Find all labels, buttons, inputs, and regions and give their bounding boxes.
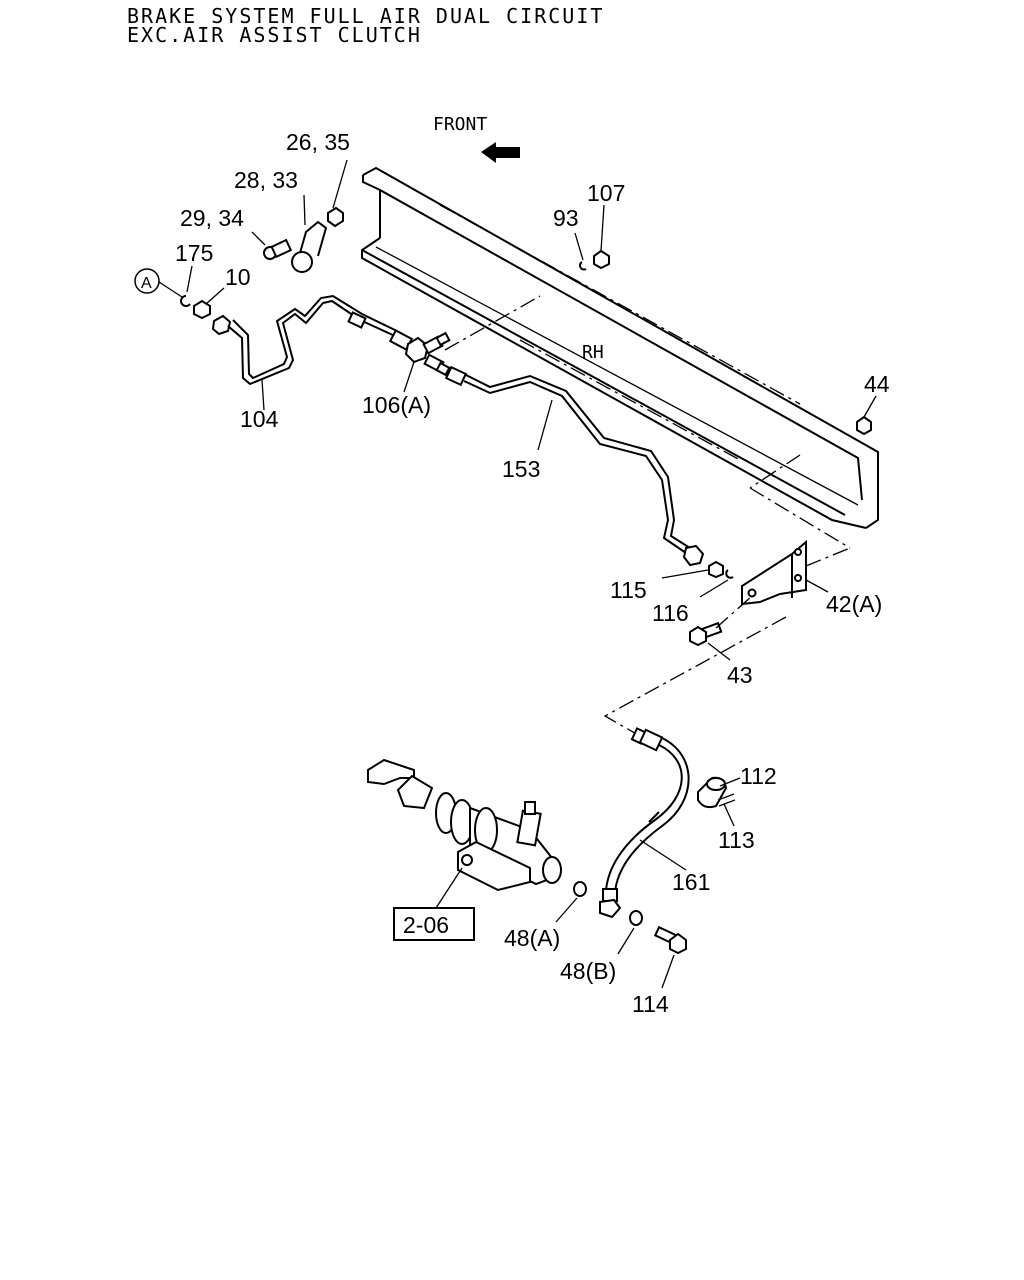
nut-44 bbox=[856, 415, 872, 436]
washer-48b bbox=[629, 910, 643, 926]
diagram-title-line1: BRAKE SYSTEM FULL AIR DUAL CIRCUIT bbox=[127, 4, 605, 28]
bracket-42a bbox=[741, 539, 807, 606]
nut-107 bbox=[593, 249, 610, 270]
cap-112-113 bbox=[697, 776, 736, 809]
front-arrow-icon bbox=[481, 142, 520, 163]
callout-48b: 48(B) bbox=[560, 958, 616, 984]
rh-label: RH bbox=[582, 342, 604, 363]
callout-107: 107 bbox=[587, 180, 625, 206]
callout-43: 43 bbox=[727, 662, 753, 688]
reference-box-label: 2-06 bbox=[403, 912, 449, 938]
ring-175 bbox=[180, 295, 191, 307]
bolt-114 bbox=[653, 925, 687, 955]
nut-115 bbox=[708, 560, 724, 579]
leader-106a bbox=[403, 361, 415, 393]
leader-107 bbox=[600, 204, 605, 252]
nut-10 bbox=[193, 299, 211, 320]
pipe-104 bbox=[211, 294, 398, 386]
leader-42a bbox=[805, 579, 829, 593]
callout-93: 93 bbox=[553, 205, 579, 231]
reference-circle-label: A bbox=[141, 275, 152, 292]
leader-2-06 bbox=[435, 867, 463, 909]
leader-113 bbox=[723, 803, 735, 827]
leader-161 bbox=[639, 839, 687, 871]
tee-fitting-106a bbox=[388, 329, 451, 377]
reference-circle bbox=[134, 268, 160, 294]
ring-116 bbox=[725, 569, 734, 579]
callout-104: 104 bbox=[240, 406, 279, 432]
clip-assembly bbox=[263, 206, 344, 273]
leader-28-33 bbox=[303, 194, 306, 226]
callout-115: 115 bbox=[610, 577, 647, 603]
leader-175 bbox=[186, 265, 193, 293]
leader-10 bbox=[205, 287, 225, 305]
reference-box bbox=[393, 907, 475, 941]
pipe-153 bbox=[444, 365, 705, 567]
leader-115 bbox=[661, 569, 709, 579]
leader-114 bbox=[661, 954, 675, 989]
diagram-title-line2: EXC.AIR ASSIST CLUTCH bbox=[127, 23, 422, 47]
callout-48a: 48(A) bbox=[504, 925, 560, 951]
callout-161: 161 bbox=[672, 869, 710, 895]
leader-44 bbox=[863, 395, 877, 418]
leader-93 bbox=[574, 232, 584, 261]
callout-114: 114 bbox=[632, 991, 669, 1017]
callout-153: 153 bbox=[502, 456, 540, 482]
leader-a bbox=[158, 281, 183, 298]
leader-43 bbox=[707, 642, 731, 661]
clutch-cylinder bbox=[367, 758, 562, 892]
ring-93 bbox=[579, 261, 587, 271]
leader-153 bbox=[537, 399, 553, 451]
callout-116: 116 bbox=[652, 600, 689, 626]
hose-leader-line bbox=[603, 616, 787, 737]
callout-113: 113 bbox=[718, 827, 755, 853]
bolt-leader-line bbox=[715, 595, 753, 629]
callout-10: 10 bbox=[225, 264, 251, 290]
washer-48a bbox=[573, 881, 587, 897]
callout-26-35: 26, 35 bbox=[286, 129, 350, 155]
hose-161 bbox=[599, 727, 690, 919]
bolt-43 bbox=[689, 621, 723, 647]
leader-48b bbox=[617, 927, 635, 955]
callout-112: 112 bbox=[740, 763, 777, 789]
leader-29-34 bbox=[251, 231, 266, 246]
leader-116 bbox=[699, 579, 729, 598]
callout-175: 175 bbox=[175, 240, 213, 266]
callout-42a: 42(A) bbox=[826, 591, 882, 617]
callout-44: 44 bbox=[864, 371, 890, 397]
callout-106a: 106(A) bbox=[362, 392, 431, 418]
leader-26-35 bbox=[332, 159, 348, 209]
callout-29-34: 29, 34 bbox=[180, 205, 244, 231]
frame-rail bbox=[361, 166, 879, 549]
leader-48a bbox=[555, 897, 578, 923]
callout-28-33: 28, 33 bbox=[234, 167, 298, 193]
front-label: FRONT bbox=[433, 114, 487, 135]
leader-112 bbox=[719, 777, 741, 787]
bracket-leader-line bbox=[805, 547, 851, 567]
mount-leader-line bbox=[444, 295, 541, 351]
leader-104 bbox=[261, 379, 265, 411]
